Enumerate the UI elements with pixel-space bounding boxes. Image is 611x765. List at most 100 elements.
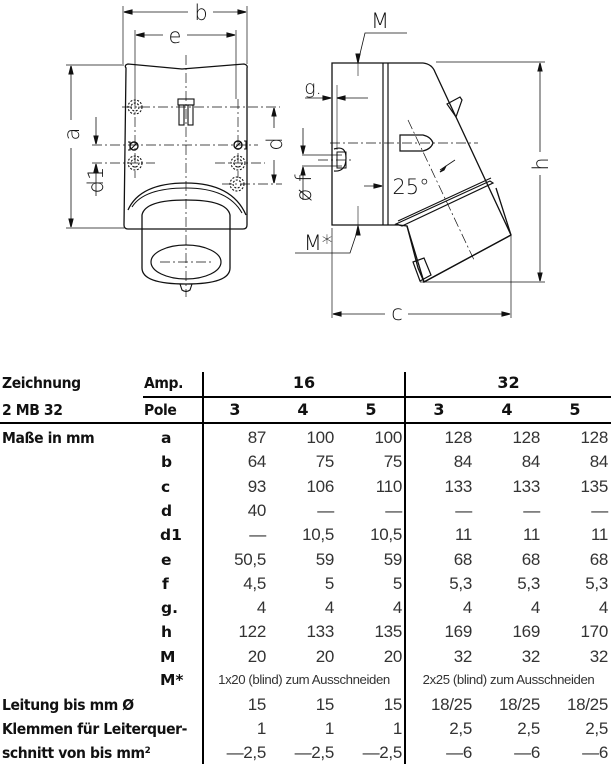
row-key: g.: [161, 599, 178, 618]
section-label: Maße in mm: [2, 429, 95, 447]
value-cell: —: [385, 500, 402, 520]
value-cell: 133: [306, 622, 335, 642]
value-cell: 11: [590, 525, 608, 545]
side-view: [295, 32, 545, 318]
drawing-title: Zeichnung: [2, 374, 81, 392]
value-cell: —: [523, 500, 540, 520]
value-cell: 133: [512, 476, 541, 496]
value-cell: 135: [580, 476, 609, 496]
header-rule-pole: [0, 422, 611, 424]
pole-16-4: 4: [297, 400, 309, 419]
value-cell: 75: [315, 452, 335, 472]
value-cell: 133: [444, 476, 473, 496]
value-cell: 128: [512, 428, 541, 447]
header-rule-amp: [143, 396, 611, 398]
value-cell: 128: [444, 428, 473, 447]
amp-16-header: 16: [292, 373, 316, 392]
row-key: e: [161, 550, 172, 569]
value-cell: —2,5: [362, 743, 403, 762]
front-view: [66, 6, 282, 297]
row-label: Klemmen für Leiterquer-: [2, 720, 188, 738]
value-cell: 59: [383, 549, 403, 569]
value-cell: 20: [383, 646, 403, 666]
separator-16-32: [404, 372, 406, 764]
value-cell: 4: [324, 598, 334, 618]
value-cell: 4,5: [243, 573, 266, 593]
value-cell: 169: [444, 622, 473, 642]
value-cell: 1: [392, 719, 402, 738]
value-cell: 18/25: [430, 694, 472, 714]
dim-label-b: b: [194, 1, 207, 25]
value-cell: 32: [521, 646, 541, 666]
value-cell: 84: [589, 452, 609, 472]
pole-16-5: 5: [365, 400, 377, 419]
m-star-32: 2x25 (blind) zum Ausschneiden: [422, 672, 595, 687]
pole-32-4: 4: [501, 400, 513, 419]
value-cell: 5,3: [585, 573, 608, 593]
dim-label-d1: d1: [84, 167, 108, 194]
value-cell: —6: [446, 743, 472, 762]
value-cell: 84: [521, 452, 541, 472]
row-label: schnitt von bis mm²: [2, 744, 151, 762]
value-cell: 110: [375, 476, 403, 496]
dim-label-m: M: [371, 9, 389, 33]
value-cell: —: [317, 500, 334, 520]
value-cell: 4: [462, 598, 472, 618]
value-cell: 169: [512, 622, 541, 642]
row-label: Leitung bis mm Ø: [2, 695, 134, 714]
value-cell: 106: [306, 476, 335, 496]
table-row-schnitt: schnitt von bis mm²—2,5—2,5—2,5—6—6—6: [0, 741, 611, 765]
dim-label-d: d: [263, 137, 287, 150]
row-key: d: [161, 501, 173, 520]
dim-label-e: e: [169, 24, 182, 48]
value-cell: 2,5: [585, 719, 608, 738]
row-key: b: [161, 453, 173, 472]
value-cell: 1: [256, 719, 266, 738]
value-cell: —2,5: [294, 743, 335, 762]
value-cell: 40: [247, 500, 267, 520]
row-key: d1: [160, 526, 182, 545]
value-cell: 1: [324, 719, 334, 738]
dim-label-g: g.: [304, 77, 321, 99]
technical-drawing: b e a d1 d ø f M g. 25° h M* c: [0, 0, 611, 350]
value-cell: 50,5: [234, 549, 266, 569]
value-cell: —2,5: [226, 743, 267, 762]
value-cell: 10,5: [370, 525, 402, 545]
value-cell: 84: [453, 452, 473, 472]
value-cell: 10,5: [302, 525, 334, 545]
value-cell: 4: [392, 598, 402, 618]
separator-key-16: [202, 372, 204, 764]
value-cell: 68: [589, 549, 609, 569]
header-row-pole: 2 MB 32 Pole 3 4 5 3 4 5: [0, 398, 611, 422]
dim-label-c: c: [391, 301, 403, 325]
value-cell: 11: [454, 525, 472, 545]
row-key: M*: [160, 671, 184, 689]
value-cell: 5: [324, 573, 334, 593]
pole-label: Pole: [144, 401, 177, 419]
value-cell: 68: [521, 549, 541, 569]
value-cell: 64: [247, 452, 267, 472]
value-cell: —: [249, 525, 266, 545]
section-label-row: Maße in mm: [0, 426, 611, 450]
value-cell: 2,5: [517, 719, 540, 738]
amp-32-header: 32: [497, 373, 520, 392]
drawing-number: 2 MB 32: [2, 401, 63, 419]
row-key: M: [160, 647, 176, 666]
value-cell: 122: [238, 622, 267, 642]
m-star-16: 1x20 (blind) zum Ausschneiden: [218, 672, 390, 687]
value-cell: 128: [580, 428, 609, 447]
dim-label-h: h: [529, 157, 553, 170]
value-cell: 15: [315, 694, 335, 714]
row-key: h: [161, 623, 173, 642]
value-cell: 20: [315, 646, 335, 666]
amp-label: Amp.: [144, 374, 184, 392]
value-cell: 87: [247, 428, 267, 447]
